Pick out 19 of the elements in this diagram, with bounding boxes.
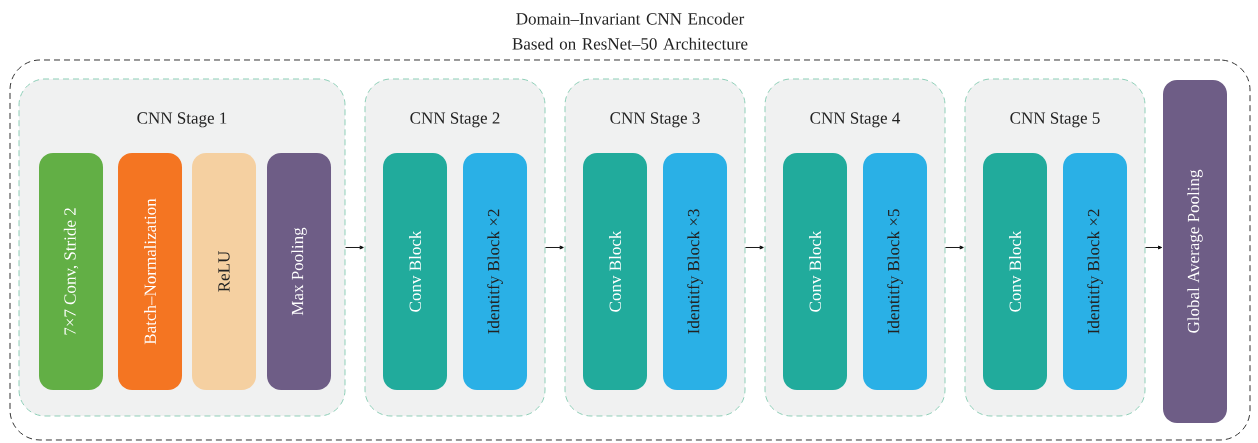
layer-block: Conv Block bbox=[583, 153, 647, 390]
layer-block: ReLU bbox=[192, 153, 256, 390]
layer-block: Conv Block bbox=[383, 153, 447, 390]
layer-block: Conv Block bbox=[783, 153, 847, 390]
arrow bbox=[1145, 245, 1163, 250]
arrow bbox=[745, 245, 764, 250]
arrow bbox=[545, 245, 564, 250]
layer-block: 7×7 Conv, Stride 2 bbox=[39, 153, 103, 390]
layer-block: Global Average Pooling bbox=[1163, 80, 1227, 423]
arrow bbox=[945, 245, 964, 250]
layer-block: Conv Block bbox=[983, 153, 1047, 390]
layer-block: Identitfy Block ×3 bbox=[663, 153, 727, 390]
layer-block: Identitfy Block ×2 bbox=[1063, 153, 1127, 390]
layer-block: Batch–Normalization bbox=[118, 153, 182, 390]
layer-block: Max Pooling bbox=[267, 153, 331, 390]
layer-block: Identitfy Block ×2 bbox=[463, 153, 527, 390]
node-label: Domain–Invariant CNN Encoder Based on ResNet–50 Architecture bbox=[512, 12, 748, 50]
layer-block: Identitfy Block ×5 bbox=[863, 153, 927, 390]
arrow bbox=[345, 245, 364, 250]
